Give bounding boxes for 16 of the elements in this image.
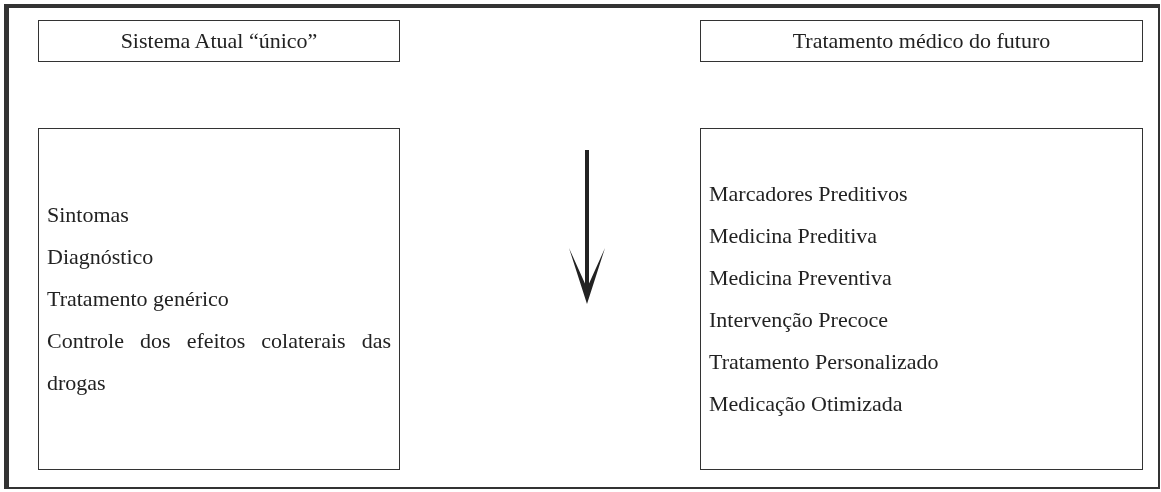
- list-item: Tratamento genérico: [47, 285, 230, 313]
- heading-text: Tratamento médico do futuro: [792, 27, 1051, 55]
- heading-box: [38, 20, 400, 62]
- list-item: Intervenção Precoce: [709, 306, 889, 334]
- list-item: Medicina Preventiva: [709, 264, 893, 292]
- list-item: Medicina Preditiva: [709, 222, 878, 250]
- list-item: Marcadores Preditivos: [709, 180, 909, 208]
- list-box: [700, 128, 1143, 470]
- list-item: Sintomas: [47, 201, 130, 229]
- heading-box: [700, 20, 1143, 62]
- list-item: Controle dos efeitos colaterais das drogas: [47, 327, 391, 397]
- list-box: [38, 128, 400, 470]
- heading-text: Sistema Atual “único”: [120, 27, 318, 55]
- list-item: Diagnóstico: [47, 243, 155, 271]
- list-item: Tratamento Personalizado: [709, 348, 940, 376]
- list-item: Medicação Otimizada: [709, 390, 904, 418]
